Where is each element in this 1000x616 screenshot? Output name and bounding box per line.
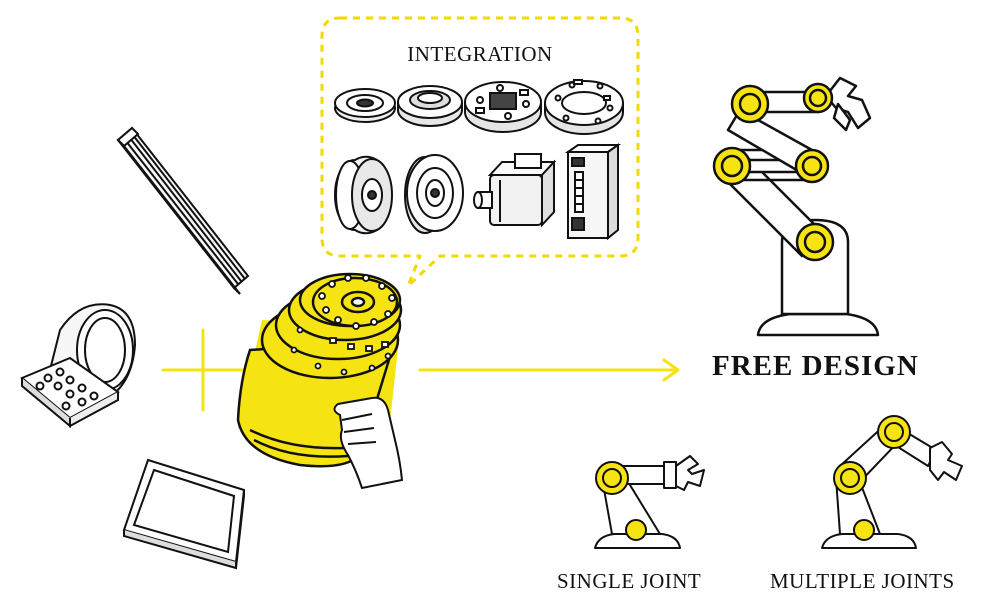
flow-arrow [418, 358, 680, 382]
servo-motor-icon [473, 153, 557, 228]
encoder-board-icon [464, 81, 542, 133]
single-joint-robot-icon [594, 455, 705, 549]
single-joint-label: SINGLE JOINT [557, 569, 702, 593]
multiple-joints-robot-icon [821, 415, 963, 549]
free-design-title: FREE DESIGN [712, 350, 919, 382]
wave-generator-ring-icon [397, 85, 463, 127]
joint-module-icon [236, 272, 404, 490]
integration-callout-bubble [320, 16, 640, 288]
integration-title: INTEGRATION [407, 42, 553, 66]
brake-disc-icon [334, 155, 393, 235]
servo-driver-icon [564, 143, 622, 241]
gripper-fixture-icon [20, 303, 137, 429]
flat-bearing-disc-icon [334, 88, 396, 123]
aluminium-profile-icon [116, 126, 250, 295]
plus-icon [161, 328, 246, 412]
harmonic-drive-icon [404, 154, 464, 234]
ring-gear-icon [544, 79, 624, 135]
multiple-joints-label: MULTIPLE JOINTS [770, 569, 955, 593]
tablet-icon [122, 458, 246, 570]
free-design-robot-arm-icon [712, 76, 880, 337]
